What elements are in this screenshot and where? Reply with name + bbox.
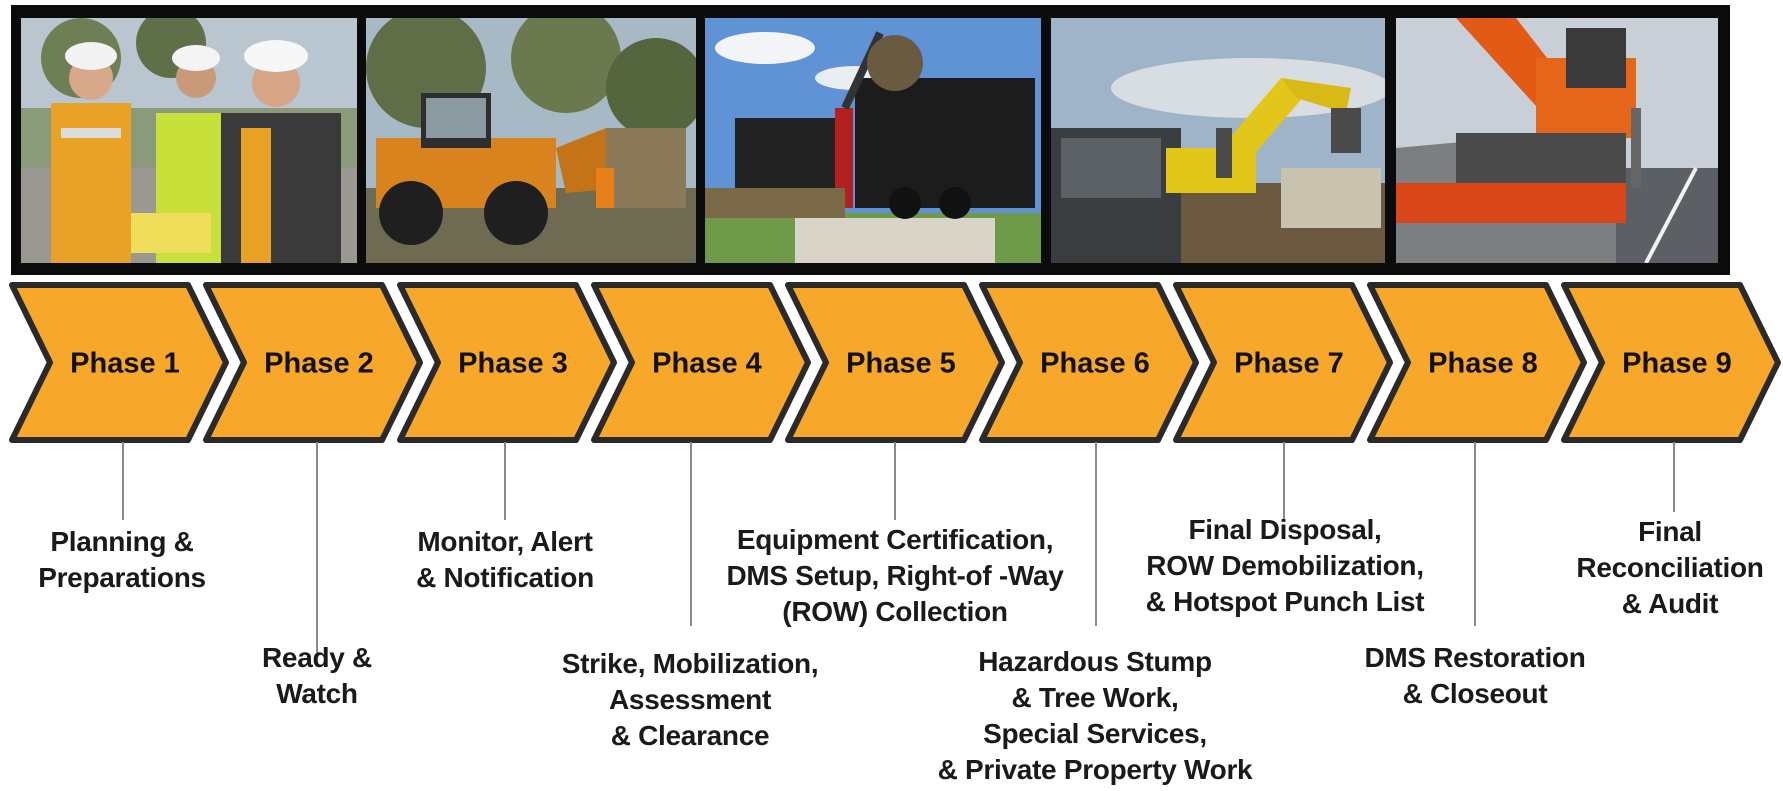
photo-strip: [11, 5, 1730, 275]
phase-6-description: Hazardous Stump & Tree Work, Special Ser…: [900, 644, 1290, 788]
desc-line: DMS Setup, Right-of -Way: [726, 560, 1064, 591]
phase-4-connector: [690, 442, 692, 626]
phase-5-description: Equipment Certification, DMS Setup, Righ…: [690, 522, 1100, 630]
phase-1-chevron: Phase 1: [9, 282, 229, 443]
phase-label: Phase 8: [1428, 348, 1538, 380]
phase-9-connector: [1673, 442, 1675, 512]
phase-2-chevron: Phase 2: [203, 282, 423, 443]
photo-2: [366, 18, 696, 263]
desc-line: DMS Restoration: [1364, 642, 1586, 673]
phase-label: Phase 2: [264, 348, 374, 380]
desc-line: Final: [1638, 516, 1702, 547]
phase-7-description: Final Disposal, ROW Demobilization, & Ho…: [1110, 512, 1460, 620]
phase-5-connector: [894, 442, 896, 520]
phase-label: Phase 4: [652, 348, 762, 380]
desc-line: Special Services,: [983, 718, 1207, 749]
desc-line: Hazardous Stump: [978, 646, 1212, 677]
phase-7-chevron: Phase 7: [1173, 282, 1393, 443]
phase-3-chevron: Phase 3: [397, 282, 617, 443]
desc-line: & Audit: [1621, 588, 1719, 619]
phase-8-connector: [1474, 442, 1476, 626]
photo-5: [1396, 18, 1718, 263]
phase-9-description: Final Reconciliation & Audit: [1560, 514, 1780, 622]
phase-9-chevron: Phase 9: [1561, 282, 1781, 443]
phase-chevrons: Phase 1 Phase 2 Phase 3 Phase 4 Phase 5 …: [9, 282, 1781, 443]
excavator-on-trailer-photo: [1396, 18, 1718, 263]
phase-label: Phase 9: [1622, 348, 1732, 380]
phase-3-description: Monitor, Alert & Notification: [390, 524, 620, 596]
phase-6-connector: [1095, 442, 1097, 626]
phase-label: Phase 7: [1234, 348, 1344, 380]
wheel-loader-clearing-trees-photo: [366, 18, 696, 263]
phase-timeline: Phase 1 Phase 2 Phase 3 Phase 4 Phase 5 …: [0, 275, 1783, 450]
desc-line: Equipment Certification,: [736, 524, 1054, 555]
desc-line: ROW Demobilization,: [1146, 550, 1424, 581]
phase-4-chevron: Phase 4: [591, 282, 811, 443]
desc-line: Final Disposal,: [1188, 514, 1382, 545]
desc-line: Planning &: [50, 526, 194, 557]
phase-label: Phase 1: [70, 348, 180, 380]
photo-3: [705, 18, 1041, 263]
phase-8-description: DMS Restoration & Closeout: [1330, 640, 1620, 712]
phase-2-description: Ready & Watch: [232, 640, 402, 712]
grapple-truck-loading-debris-photo: [705, 18, 1041, 263]
desc-line: Monitor, Alert: [417, 526, 593, 557]
photo-4: [1051, 18, 1385, 263]
phase-6-chevron: Phase 6: [979, 282, 1199, 443]
desc-line: & Notification: [416, 562, 594, 593]
desc-line: Reconciliation: [1576, 552, 1764, 583]
phase-1-description: Planning & Preparations: [12, 524, 232, 596]
desc-line: & Tree Work,: [1011, 682, 1179, 713]
phase-1-connector: [122, 442, 124, 520]
phase-7-connector: [1283, 442, 1285, 520]
phase-8-chevron: Phase 8: [1367, 282, 1587, 443]
phase-label: Phase 5: [846, 348, 956, 380]
phase-label: Phase 6: [1040, 348, 1150, 380]
desc-line: Preparations: [38, 562, 206, 593]
desc-line: & Clearance: [610, 720, 770, 751]
phase-label: Phase 3: [458, 348, 568, 380]
phase-3-connector: [504, 442, 506, 520]
engineers-in-safety-vests-photo: [21, 18, 357, 263]
desc-line: Assessment: [609, 684, 771, 715]
desc-line: Strike, Mobilization,: [561, 648, 819, 679]
desc-line: & Hotspot Punch List: [1145, 586, 1425, 617]
photo-1: [21, 18, 357, 263]
desc-line: Watch: [276, 678, 358, 709]
desc-line: Ready &: [262, 642, 372, 673]
phase-2-connector: [316, 442, 318, 654]
phase-5-chevron: Phase 5: [785, 282, 1005, 443]
phase-4-description: Strike, Mobilization, Assessment & Clear…: [530, 646, 850, 754]
desc-line: & Private Property Work: [937, 754, 1253, 785]
excavator-at-debris-site-photo: [1051, 18, 1385, 263]
desc-line: (ROW) Collection: [782, 596, 1008, 627]
desc-line: & Closeout: [1402, 678, 1548, 709]
